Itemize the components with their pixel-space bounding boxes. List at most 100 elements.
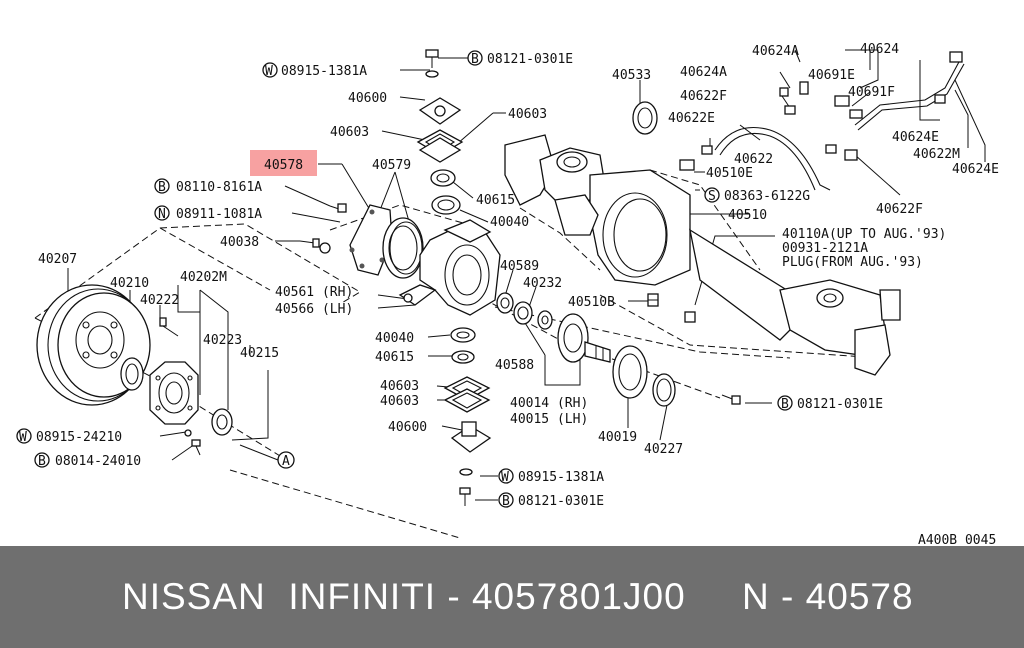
part-labels: 08121-0301E 08915-1381A 40600 40603 4060… (36, 42, 999, 546)
caption-bar: NISSAN INFINITI - 4057801J00 N - 40578 (0, 546, 1024, 648)
caption-text: NISSAN INFINITI - 4057801J00 N - 40578 (122, 576, 914, 617)
seal-40019-icon (612, 345, 648, 399)
spindle-40014-icon (557, 313, 611, 363)
label-40624a-2: 40624A (680, 65, 727, 80)
knuckle-icon (398, 219, 501, 316)
parts (36, 49, 965, 506)
label-08121-0301e-right: 08121-0301E (797, 397, 883, 412)
label-40110a-line3: PLUG(FROM AUG.'93) (782, 255, 923, 270)
bolt-40038-icon (299, 238, 320, 248)
plug-40110a-icon (684, 311, 696, 323)
label-40588: 40588 (495, 358, 534, 373)
label-40232: 40232 (523, 276, 562, 291)
axle-housing-icon (504, 134, 901, 376)
label-40615-mid: 40615 (375, 350, 414, 365)
label-40622e: 40622E (668, 111, 715, 126)
label-08014-24010: 08014-24010 (55, 454, 141, 469)
label-40622f-top: 40622F (680, 89, 727, 104)
figure-code: A400B 0045 (918, 533, 996, 546)
label-40578: 40578 (264, 158, 303, 173)
label-40040-mid: 40040 (375, 331, 414, 346)
seal-40215-icon (211, 408, 233, 436)
ring-40589-icon (496, 292, 514, 314)
label-40622f-bottom: 40622F (876, 202, 923, 217)
seal-40615-mid-icon (451, 350, 475, 364)
label-40624a-1: 40624A (752, 44, 799, 59)
bolt-08014-icon (191, 439, 201, 456)
prefix-markers (16, 50, 793, 508)
label-40589: 40589 (500, 259, 539, 274)
bolt-08110-icon (329, 203, 347, 213)
prefix-b-08110: B (158, 180, 166, 195)
label-40223: 40223 (203, 333, 242, 348)
label-08915-24210: 08915-24210 (36, 430, 122, 445)
label-40579: 40579 (372, 158, 411, 173)
label-08911-1081a: 08911-1081A (176, 207, 262, 222)
prefix-n-08911: N (158, 207, 166, 222)
label-40561: 40561 (RH) (275, 285, 353, 300)
label-40510e: 40510E (706, 166, 753, 181)
breather-40510b-icon (647, 293, 659, 307)
label-40624e-2: 40624E (952, 162, 999, 177)
label-40624e-1: 40624E (892, 130, 939, 145)
label-08110-8161a: 08110-8161A (176, 180, 262, 195)
parts-diagram: B W B N W B W B B S 08121-0301E 08915-13… (16, 42, 999, 546)
label-40015: 40015 (LH) (510, 412, 588, 427)
label-40110a-line2: 00931-2121A (782, 241, 868, 256)
label-40533: 40533 (612, 68, 651, 83)
label-40615-top: 40615 (476, 193, 515, 208)
highlight-box (250, 150, 317, 176)
label-40603-top-left: 40603 (330, 125, 369, 140)
label-40566: 40566 (LH) (275, 302, 353, 317)
bolt-bottom-icon (459, 487, 471, 506)
label-40510b: 40510B (568, 295, 615, 310)
label-40691e: 40691E (808, 68, 855, 83)
seal-40210-icon (120, 357, 144, 391)
label-40210: 40210 (110, 276, 149, 291)
label-40014: 40014 (RH) (510, 396, 588, 411)
connector-40691-icon (779, 81, 863, 119)
seal-40579-icon (382, 217, 424, 279)
seal-40533-icon (632, 101, 658, 135)
bolt-top-icon (425, 49, 439, 78)
prefix-b-bot: B (502, 494, 510, 509)
prefix-letters: B W B N W B W B B S (19, 52, 789, 509)
ring-40227-icon (652, 373, 676, 407)
label-40622m: 40622M (913, 147, 960, 162)
prefix-b-24010: B (38, 454, 46, 469)
label-40019: 40019 (598, 430, 637, 445)
label-40691f: 40691F (848, 85, 895, 100)
bearing-40040-mid-icon (450, 327, 476, 343)
label-40207: 40207 (38, 252, 77, 267)
vent-tube-icon (714, 51, 965, 191)
label-40624: 40624 (860, 42, 899, 57)
bolt-right-icon (721, 394, 741, 405)
nut-08911-icon (319, 242, 331, 254)
label-40603-top-right: 40603 (508, 107, 547, 122)
label-40202m: 40202M (180, 270, 227, 285)
prefix-w-24210: W (19, 430, 27, 445)
label-40510: 40510 (728, 208, 767, 223)
label-40600-top: 40600 (348, 91, 387, 106)
prefix-w-top: W (265, 64, 273, 79)
label-40603-mid-2: 40603 (380, 394, 419, 409)
label-40600-bottom: 40600 (388, 420, 427, 435)
label-40222: 40222 (140, 293, 179, 308)
label-40622: 40622 (734, 152, 773, 167)
prefix-b-right: B (781, 397, 789, 412)
bearing-40232-icon (513, 301, 533, 325)
label-08121-0301e-bottom: 08121-0301E (518, 494, 604, 509)
hub-40202m-icon (149, 361, 199, 425)
label-40603-mid-1: 40603 (380, 379, 419, 394)
label-40110a-line1: 40110A(UP TO AUG.'93) (782, 227, 946, 242)
backing-plate-40578-icon (349, 204, 393, 276)
bearing-40040-top-icon (431, 195, 461, 215)
label-40040-top: 40040 (490, 215, 529, 230)
label-08915-1381a-bottom: 08915-1381A (518, 470, 604, 485)
prefix-s-08363: S (708, 189, 716, 204)
stud-40222-icon (159, 317, 179, 337)
leader-lines (67, 49, 986, 501)
label-08915-1381a-top: 08915-1381A (281, 64, 367, 79)
prefix-w-bot: W (501, 470, 509, 485)
label-circle-a: A (282, 454, 290, 469)
